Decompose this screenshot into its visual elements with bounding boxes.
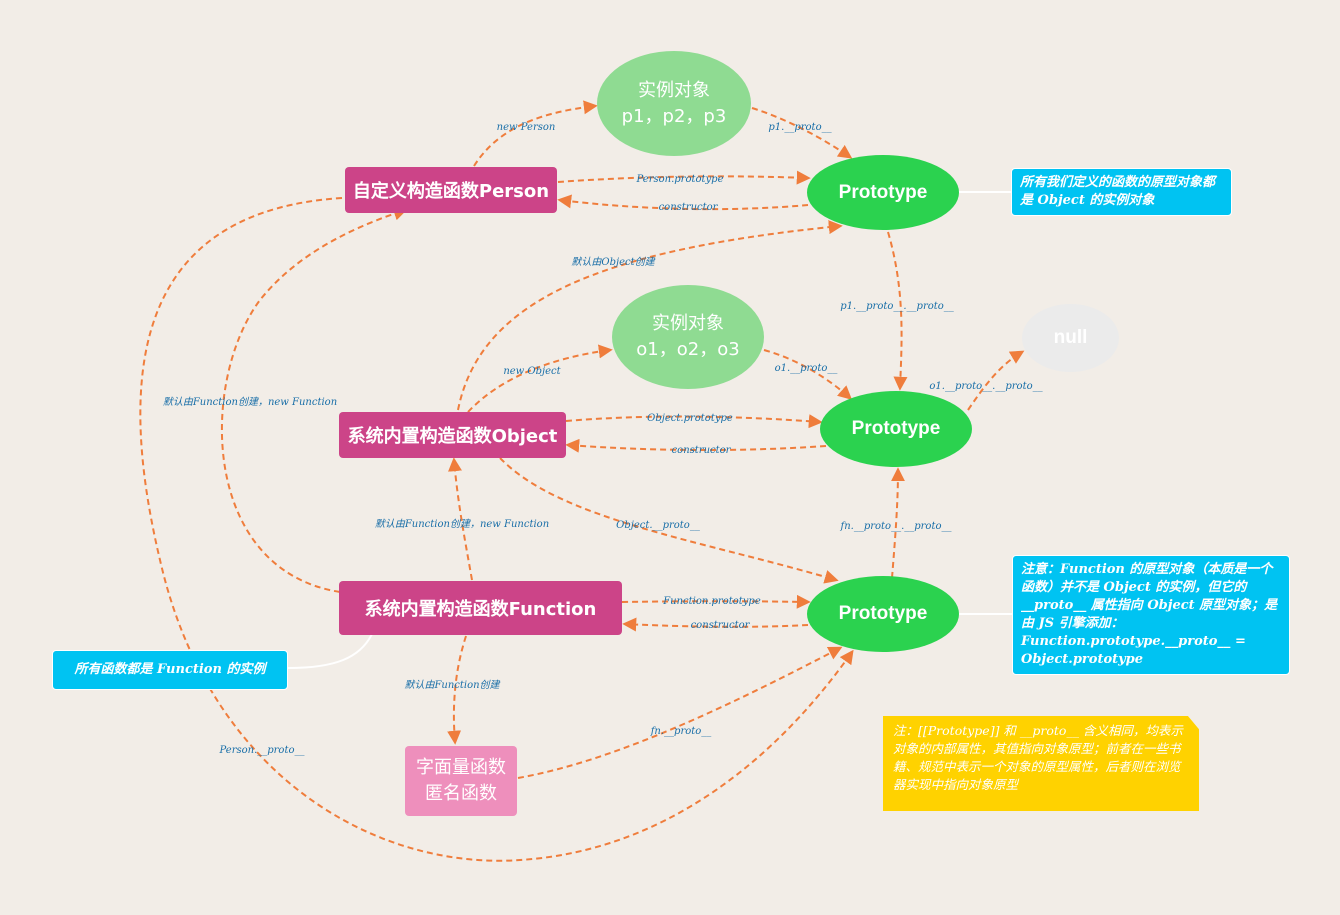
label-person-constructor: constructor (658, 202, 718, 213)
prototype-function-label: Prototype (838, 603, 928, 624)
label-object-proto: Object.__proto__ (616, 520, 700, 531)
edge-person-proto (139, 197, 854, 862)
edge-p1-proto (751, 107, 853, 159)
note-top-right-text: 所有我们定义的函数的原型对象都是 Object 的实例对象 (1020, 175, 1216, 208)
literal-function-line2: 匿名函数 (425, 783, 497, 804)
literal-function-line1: 字面量函数 (416, 757, 506, 778)
edge-function-prototype (621, 594, 811, 609)
edge-object-prototype (565, 414, 823, 429)
note-mid-right[interactable]: 注意：Function 的原型对象（本质是一个函数）并不是 Object 的实例… (1012, 555, 1290, 675)
prototype-person-label: Prototype (838, 181, 928, 203)
function-constructor-node[interactable]: 系统内置构造函数Function (339, 581, 622, 635)
label-default-function-left: 默认由Function创建，new Function (162, 397, 338, 408)
label-default-function-mid: 默认由Function创建，new Function (374, 519, 550, 530)
label-object-prototype: Object.prototype (647, 413, 733, 424)
label-fn-proto-proto: fn.__proto__.__proto__ (840, 521, 952, 532)
connector-left-note (287, 633, 373, 669)
person-constructor-label: 自定义构造函数Person (352, 181, 550, 202)
prototype-object-node[interactable]: Prototype (820, 391, 972, 467)
edge-new-person (473, 100, 598, 167)
prototype-object-label: Prototype (851, 418, 941, 439)
note-top-right[interactable]: 所有我们定义的函数的原型对象都是 Object 的实例对象 (1011, 168, 1232, 216)
note-yellow[interactable]: 注：[[Prototype]] 和 __proto__ 含义相同，均表示对象的内… (883, 716, 1199, 811)
edge-person-constructor (557, 194, 809, 211)
label-o1-proto-proto: o1.__proto__.__proto__ (929, 381, 1043, 392)
label-fn-proto: fn.__proto__ (650, 726, 712, 737)
label-p1-proto-proto: p1.__proto__.__proto__ (840, 301, 954, 312)
edge-object-proto (499, 457, 839, 584)
instance-p-node[interactable]: 实例对象 p1，p2，p3 (597, 51, 751, 156)
function-constructor-label: 系统内置构造函数Function (364, 599, 597, 620)
label-new-person: new Person (496, 122, 556, 133)
note-left-text: 所有函数都是 Function 的实例 (74, 662, 266, 677)
instance-o-line1: 实例对象 (652, 313, 724, 334)
edge-object-constructor (565, 438, 827, 453)
label-function-prototype: Function.prototype (663, 596, 761, 607)
label-person-prototype: Person.prototype (636, 174, 724, 185)
instance-o-node[interactable]: 实例对象 o1，o2，o3 (612, 285, 764, 389)
edge-fn-proto-proto (890, 467, 905, 579)
edge-default-function-create (447, 635, 467, 745)
edge-function-constructor (622, 617, 809, 632)
object-constructor-label: 系统内置构造函数Object (347, 426, 558, 447)
edge-fn-proto (517, 646, 843, 779)
label-o1-proto: o1.__proto__ (774, 363, 838, 374)
label-p1-proto: p1.__proto__ (768, 122, 832, 133)
literal-function-node[interactable]: 字面量函数 匿名函数 (405, 746, 517, 816)
edge-o1-proto (763, 349, 853, 400)
edge-p1-proto-proto (887, 231, 908, 391)
note-yellow-text: 注：[[Prototype]] 和 __proto__ 含义相同，均表示对象的内… (893, 723, 1183, 792)
label-new-object: new Object (503, 366, 561, 377)
label-default-function-create: 默认由Function创建 (404, 680, 500, 691)
note-mid-right-text: 注意：Function 的原型对象（本质是一个函数）并不是 Object 的实例… (1021, 562, 1278, 667)
object-constructor-node[interactable]: 系统内置构造函数Object (339, 412, 566, 458)
label-object-constructor: constructor (671, 445, 731, 456)
prototype-person-node[interactable]: Prototype (807, 155, 959, 230)
label-function-constructor: constructor (690, 620, 750, 631)
edge-default-object (457, 220, 843, 411)
label-person-proto: Person.__proto__ (219, 745, 305, 756)
edge-default-function-mid (448, 457, 473, 581)
person-constructor-node[interactable]: 自定义构造函数Person (345, 167, 557, 213)
label-default-object: 默认由Object创建 (571, 257, 655, 268)
instance-p-line1: 实例对象 (638, 79, 710, 101)
note-left[interactable]: 所有函数都是 Function 的实例 (52, 650, 288, 690)
instance-p-line2: p1，p2，p3 (621, 105, 727, 127)
prototype-function-node[interactable]: Prototype (807, 576, 959, 652)
edge-person-prototype (557, 170, 811, 185)
instance-o-line2: o1，o2，o3 (636, 339, 740, 360)
edge-o1-proto-proto (967, 350, 1025, 411)
edge-new-object (467, 344, 613, 413)
null-node[interactable]: null (1022, 304, 1119, 372)
null-label: null (1053, 327, 1088, 348)
